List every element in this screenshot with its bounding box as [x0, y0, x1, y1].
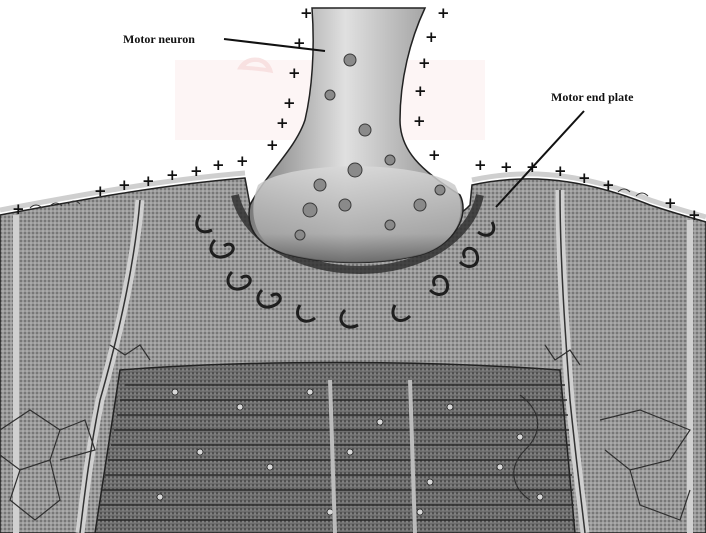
charge-plus: +: [474, 156, 487, 174]
charge-plus: +: [94, 182, 107, 200]
charge-plus: +: [212, 156, 225, 174]
charge-plus: +: [142, 172, 155, 190]
charge-plus: +: [166, 166, 179, 184]
charge-plus: +: [276, 114, 289, 132]
charge-plus: +: [500, 158, 513, 176]
charge-plus: +: [602, 176, 615, 194]
charge-plus: +: [236, 152, 249, 170]
charge-plus: +: [688, 206, 701, 224]
charge-plus: +: [190, 162, 203, 180]
charge-plus: +: [428, 146, 441, 164]
charge-plus: +: [283, 94, 296, 112]
charge-plus: +: [300, 4, 313, 22]
charge-plus: +: [425, 28, 438, 46]
myofibrils: [95, 363, 575, 533]
charge-plus: +: [413, 112, 426, 130]
charge-plus: +: [414, 82, 427, 100]
charge-plus: +: [118, 176, 131, 194]
charge-plus: +: [12, 200, 25, 218]
charge-plus: +: [437, 4, 450, 22]
charge-plus: +: [554, 162, 567, 180]
axon-terminal-bulb: [253, 166, 460, 262]
label-motor-end-plate-text: Motor end plate: [551, 90, 634, 104]
charge-plus: +: [418, 54, 431, 72]
label-motor-neuron-text: Motor neuron: [123, 32, 195, 46]
charge-plus: +: [578, 169, 591, 187]
charge-plus: +: [664, 194, 677, 212]
leader-line-motor-neuron: [224, 39, 325, 51]
charge-plus: +: [288, 64, 301, 82]
charge-plus: +: [266, 136, 279, 154]
